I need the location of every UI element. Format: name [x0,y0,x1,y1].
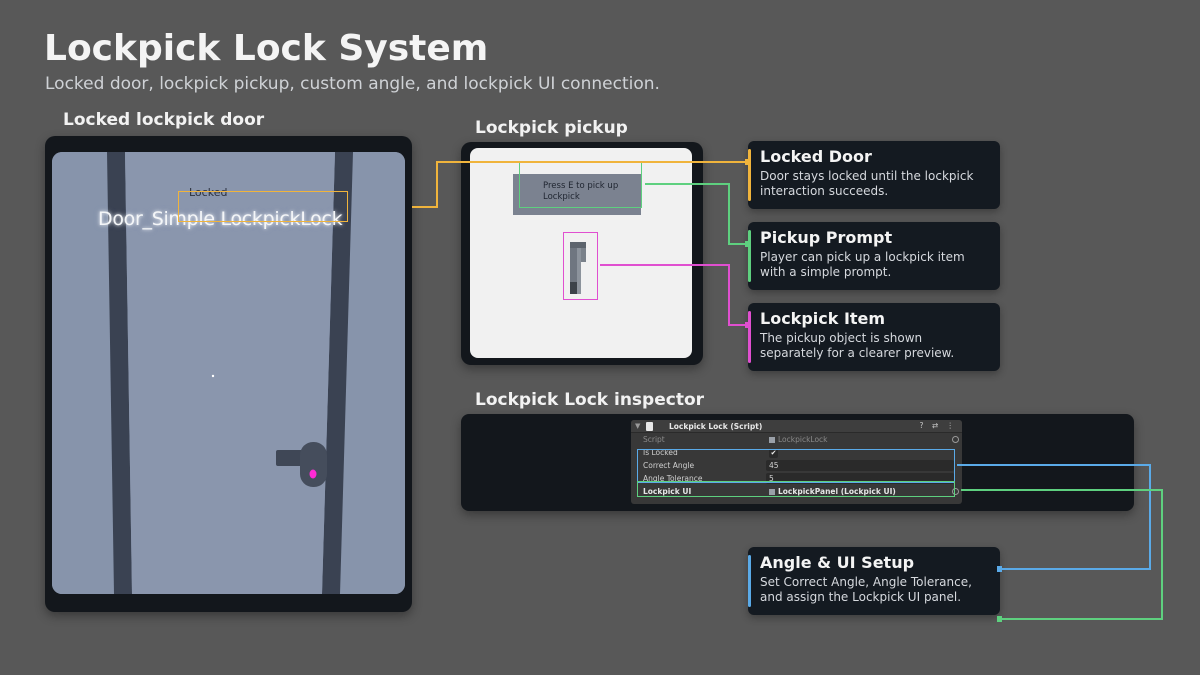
callout-description: The pickup object is shown separately fo… [760,331,955,360]
door-highlight-box [178,191,348,222]
pickup-section-label: Lockpick pickup [475,118,628,138]
door-locked-text: Locked [189,186,228,199]
callout-locked-door: Locked Door Door stays locked until the … [748,141,1000,209]
lockpick-ui-field[interactable]: LockpickPanel (Lockpick UI) [766,486,954,497]
callout-title: Pickup Prompt [760,228,893,247]
inspector-section-label: Lockpick Lock inspector [475,390,705,410]
script-asset-icon [769,437,775,443]
script-label: Script [643,435,665,444]
lockpick-ui-value: LockpickPanel (Lockpick UI) [778,487,896,496]
item-highlight-box [563,232,598,300]
callout-description: Set Correct Angle, Angle Tolerance, and … [760,575,972,604]
callout-pickup-prompt: Pickup Prompt Player can pick up a lockp… [748,222,1000,290]
script-row: Script LockpickLock [631,433,962,446]
correct-angle-label: Correct Angle [643,461,695,470]
component-header[interactable]: ▼ Lockpick Lock (Script) ? ⇄ ⋮ [631,420,962,433]
lockpick-lock-component: ▼ Lockpick Lock (Script) ? ⇄ ⋮ Script Lo… [631,420,962,504]
foldout-arrow-icon[interactable]: ▼ [635,422,641,430]
angle-tolerance-field[interactable]: 5 [766,473,954,484]
lockpick-ui-label: Lockpick UI [643,487,692,496]
angle-settings-highlight [637,449,955,483]
lock-keyhole-marker [309,469,317,479]
script-icon [646,422,653,431]
door-scene-view: Locked Door_Simple LockpickLock [52,152,405,594]
callout-lockpick-item: Lockpick Item The pickup object is shown… [748,303,1000,371]
door-panel [125,152,335,594]
component-header-icons[interactable]: ? ⇄ ⋮ [919,421,957,430]
correct-angle-field[interactable]: 45 [766,460,954,471]
is-locked-label: Is Locked [643,448,678,457]
lockpick-ui-highlight [637,481,955,497]
is-locked-checkbox[interactable]: ✔ [769,449,778,458]
door-scene-graphic [52,152,405,594]
inspector-panel: ▼ Lockpick Lock (Script) ? ⇄ ⋮ Script Lo… [461,414,1134,511]
correct-angle-row: Correct Angle 45 [631,459,962,472]
component-title: Lockpick Lock (Script) [669,422,763,431]
crosshair-dot [211,374,215,378]
script-field: LockpickLock [766,434,954,445]
door-section-label: Locked lockpick door [63,110,265,130]
callout-angle-ui-setup: Angle & UI Setup Set Correct Angle, Angl… [748,547,1000,615]
door-world-label: Door_Simple LockpickLock [98,208,343,230]
callout-description: Door stays locked until the lockpick int… [760,169,974,198]
door-preview-panel: Locked Door_Simple LockpickLock [45,136,412,612]
callout-title: Lockpick Item [760,309,886,328]
prompt-highlight-box [519,161,642,208]
is-locked-field: ✔ [766,447,954,458]
page-title: Lockpick Lock System [44,28,489,69]
angle-tolerance-label: Angle Tolerance [643,474,703,483]
script-value: LockpickLock [778,435,828,444]
angle-tolerance-row: Angle Tolerance 5 [631,472,962,485]
lockpick-item-icon [570,242,586,294]
door-frame-left-post [107,152,132,594]
ui-object-icon [769,489,775,495]
pickup-preview-panel: Press E to pick up Lockpick [461,142,703,365]
door-frame-right-post [322,152,353,594]
callout-title: Angle & UI Setup [760,553,915,572]
object-picker-icon [952,436,959,443]
callout-title: Locked Door [760,147,872,166]
pickup-scene-view: Press E to pick up Lockpick [470,148,692,358]
callout-description: Player can pick up a lockpick item with … [760,250,965,279]
is-locked-row: Is Locked ✔ [631,446,962,459]
page-subtitle: Locked door, lockpick pickup, custom ang… [45,74,660,94]
door-lock-body [300,442,327,487]
